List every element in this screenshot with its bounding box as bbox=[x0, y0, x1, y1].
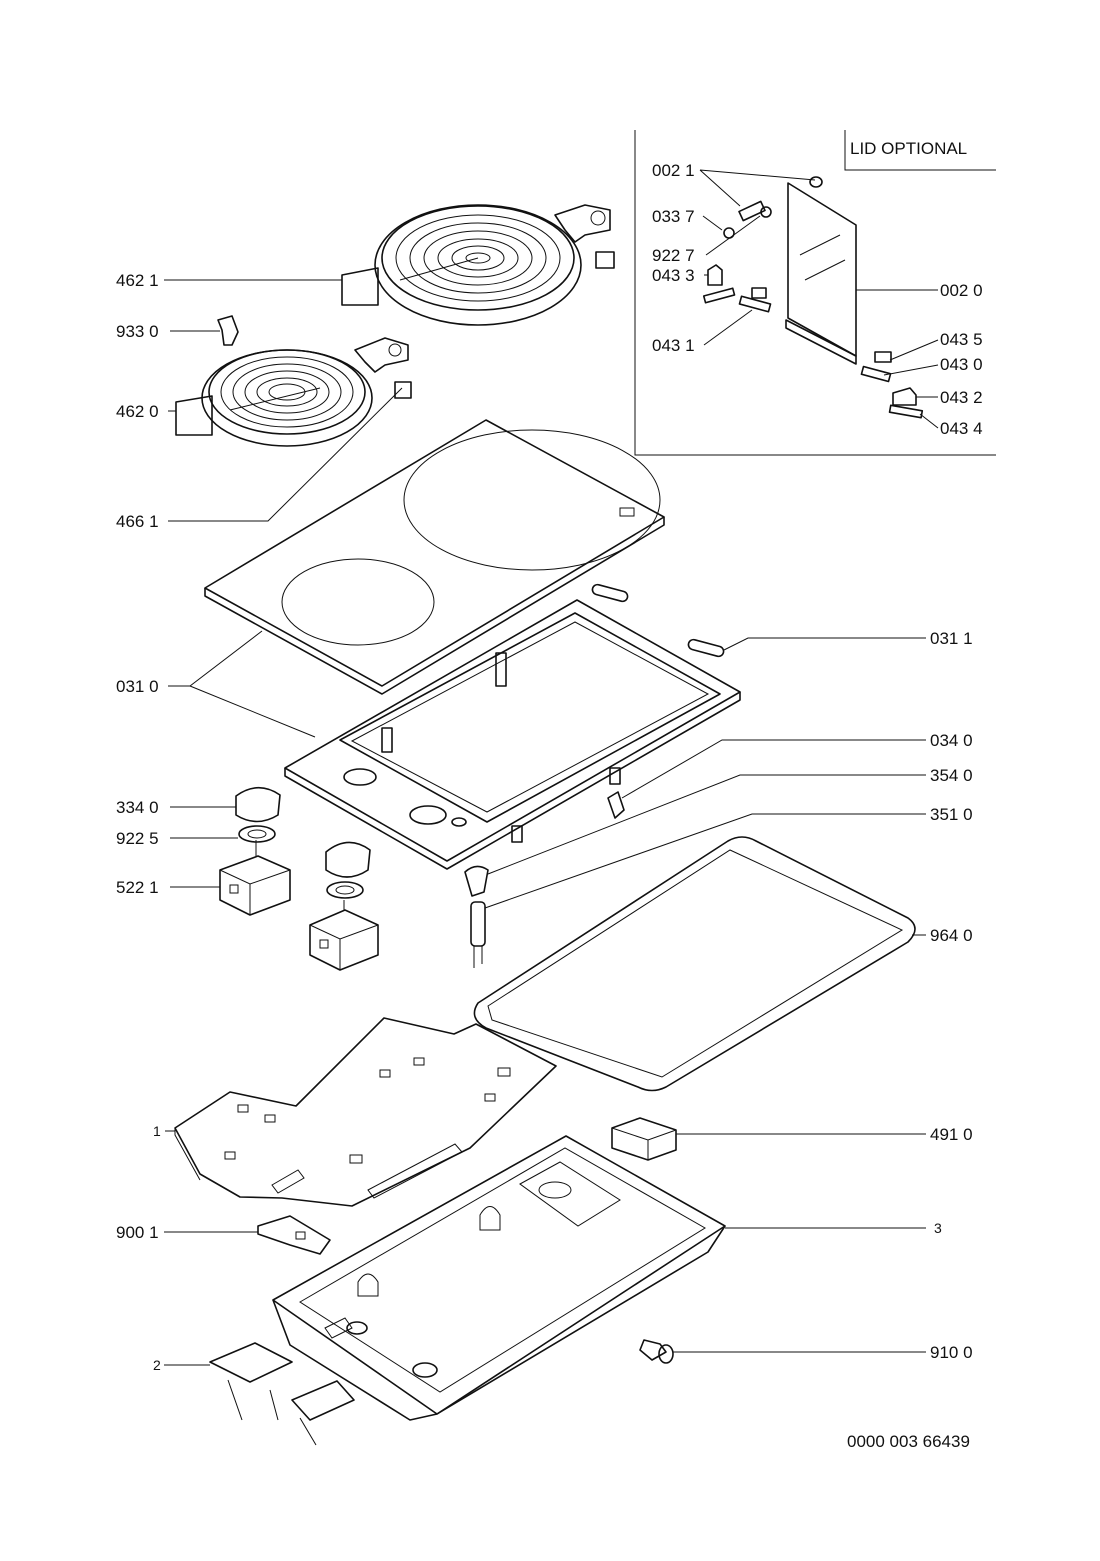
callout-9330: 933 0 bbox=[116, 322, 159, 341]
fixing-latch-9001 bbox=[257, 1215, 331, 1255]
lid-optional-title: LID OPTIONAL bbox=[850, 139, 967, 158]
fixing-latches-2 bbox=[209, 1342, 355, 1446]
callout-9227: 922 7 bbox=[652, 246, 695, 265]
callout-3540: 354 0 bbox=[930, 766, 973, 785]
callout-0433: 043 3 bbox=[652, 266, 695, 285]
callout-9225: 922 5 bbox=[116, 829, 159, 848]
indicator-pin bbox=[470, 901, 486, 968]
energy-regulator-left bbox=[219, 840, 291, 916]
hob-seal-gasket bbox=[473, 836, 916, 1092]
clip-9330 bbox=[217, 315, 239, 346]
fixing-screw bbox=[639, 1339, 674, 1364]
drawing-number: 0000 003 66439 bbox=[847, 1432, 970, 1451]
callout-4910: 491 0 bbox=[930, 1125, 973, 1144]
mounting-plate bbox=[174, 1017, 557, 1207]
terminal-block bbox=[611, 1117, 677, 1161]
callout-0020: 002 0 bbox=[940, 281, 983, 300]
callout-3: 3 bbox=[934, 1220, 942, 1236]
callout-1: 1 bbox=[153, 1123, 161, 1139]
callout-9100: 910 0 bbox=[930, 1343, 973, 1362]
callout-4661: 466 1 bbox=[116, 512, 159, 531]
large-heating-element bbox=[341, 204, 615, 326]
callout-0431: 043 1 bbox=[652, 336, 695, 355]
control-knob-left bbox=[235, 786, 281, 843]
callout-2: 2 bbox=[153, 1357, 161, 1373]
callout-4620: 462 0 bbox=[116, 402, 159, 421]
callout-0434: 043 4 bbox=[940, 419, 983, 438]
base-tray bbox=[272, 1135, 726, 1421]
frame-clip bbox=[607, 791, 625, 819]
callout-leader-lines bbox=[164, 169, 939, 1366]
callout-labels: 462 1 933 0 462 0 466 1 031 0 334 0 922 … bbox=[116, 161, 983, 1373]
callout-0430: 043 0 bbox=[940, 355, 983, 374]
callout-9001: 900 1 bbox=[116, 1223, 159, 1242]
callout-0435: 043 5 bbox=[940, 330, 983, 349]
callout-0337: 033 7 bbox=[652, 207, 695, 226]
callout-0310: 031 0 bbox=[116, 677, 159, 696]
callout-4621: 462 1 bbox=[116, 271, 159, 290]
frame-seals bbox=[591, 583, 725, 658]
small-heating-element bbox=[175, 337, 412, 447]
callout-9640: 964 0 bbox=[930, 926, 973, 945]
control-knob-right bbox=[325, 841, 371, 899]
lid-optional-frame bbox=[634, 130, 996, 456]
callout-5221: 522 1 bbox=[116, 878, 159, 897]
energy-regulator-right bbox=[309, 900, 379, 971]
hob-frame bbox=[284, 599, 741, 870]
knob-cap bbox=[464, 865, 489, 897]
ceramic-glass-top bbox=[204, 419, 665, 695]
lid-hinge-parts bbox=[702, 200, 924, 419]
callout-3340: 334 0 bbox=[116, 798, 159, 817]
callout-0340: 034 0 bbox=[930, 731, 973, 750]
callout-0432: 043 2 bbox=[940, 388, 983, 407]
lid-glass-panel bbox=[785, 176, 857, 365]
callout-0311: 031 1 bbox=[930, 629, 973, 648]
callout-3510: 351 0 bbox=[930, 805, 973, 824]
callout-0021: 002 1 bbox=[652, 161, 695, 180]
